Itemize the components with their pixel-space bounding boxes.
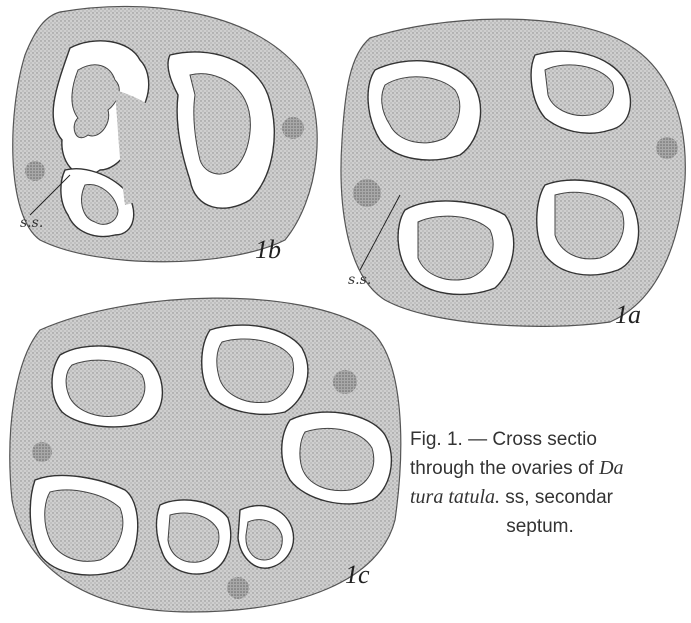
panel-label-1c: 1c xyxy=(345,560,370,590)
section-1a xyxy=(341,19,685,326)
caption-line-4: septum. xyxy=(410,512,670,541)
caption-text: ss, secondar xyxy=(500,487,613,508)
ss-annotation-1a: s.s. xyxy=(348,272,371,288)
caption-species: tura tatula. xyxy=(410,486,500,508)
caption-text: through the ovaries of xyxy=(410,458,599,479)
figure-caption: Fig. 1. — Cross sectio through the ovari… xyxy=(410,425,691,541)
caption-line-3: tura tatula. ss, secondar xyxy=(410,483,691,512)
ss-annotation-1b: s.s. xyxy=(20,215,43,231)
caption-line-2: through the ovaries of Da xyxy=(410,454,691,483)
panel-label-1b: 1b xyxy=(255,235,281,265)
caption-line-1: Fig. 1. — Cross sectio xyxy=(410,425,691,454)
section-1b xyxy=(13,6,317,261)
caption-genus-fragment: Da xyxy=(599,457,623,479)
section-1c xyxy=(10,298,401,612)
panel-label-1a: 1a xyxy=(615,300,641,330)
